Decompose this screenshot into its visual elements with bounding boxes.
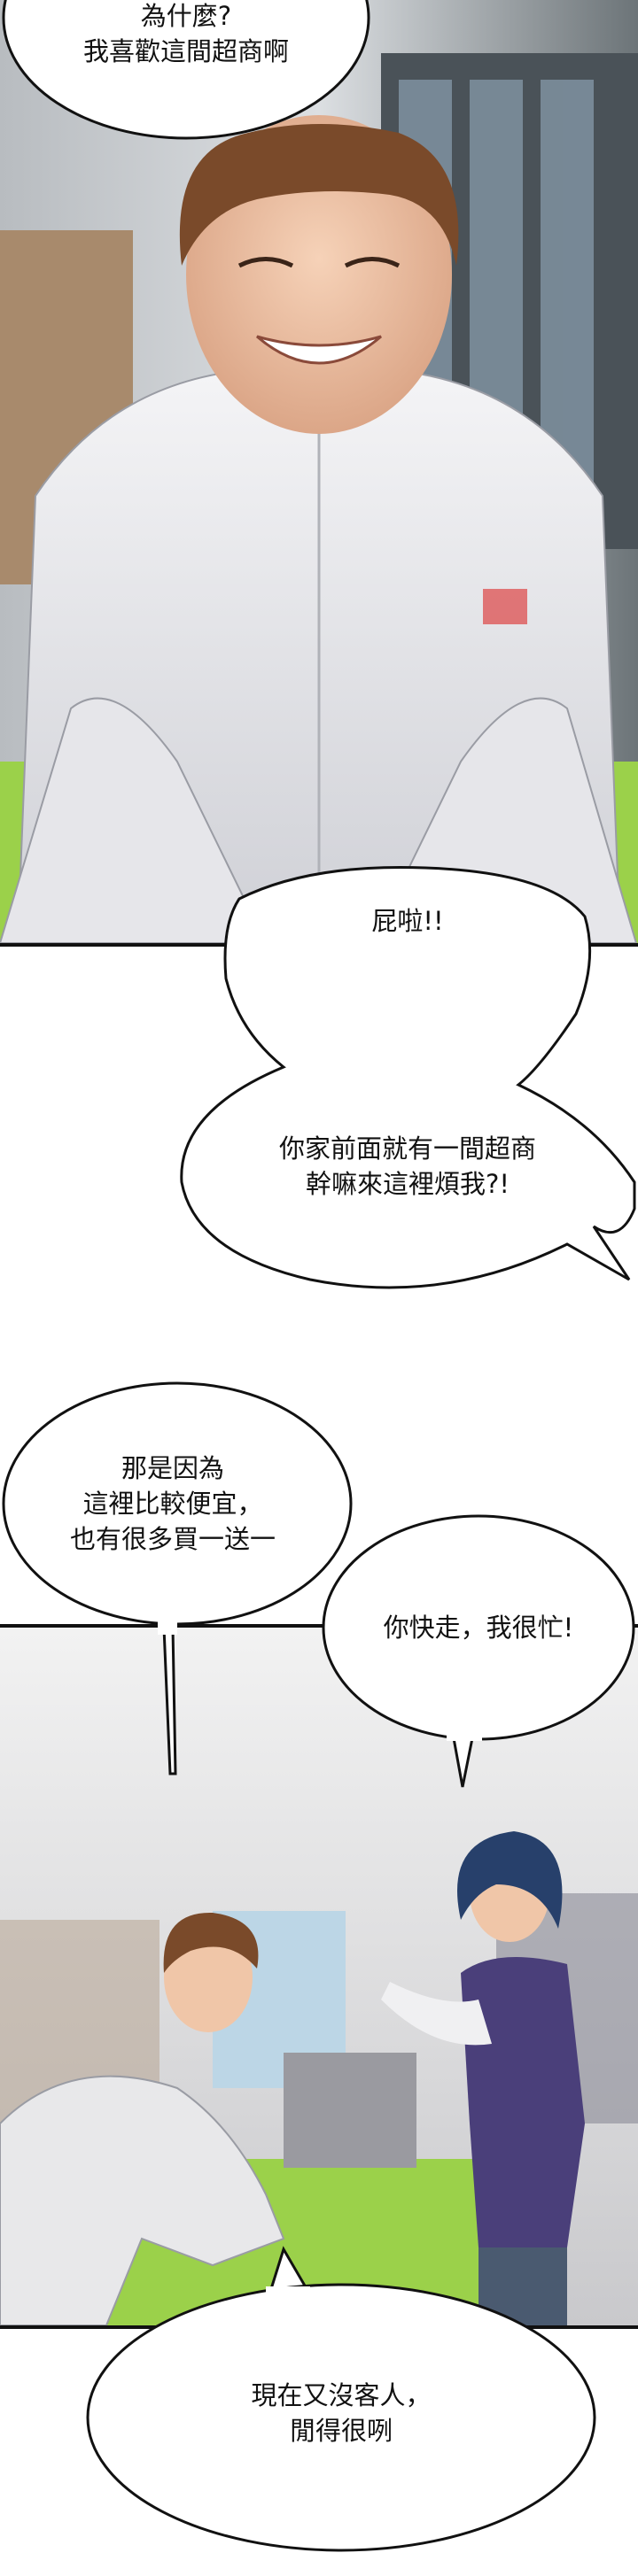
bubble-2-text-top: 屁啦!! [371, 906, 444, 936]
panel-2-wide [0, 1624, 638, 2329]
bubble-5-text: 現在又沒客人， 閒得很咧 [251, 2380, 432, 2446]
panel-1-closeup [0, 0, 638, 947]
speech-bubble-1: 為什麼? 我喜歡這間超商啊 [0, 0, 372, 142]
speech-bubble-5: 現在又沒客人， 閒得很咧 [84, 2246, 598, 2555]
speech-bubble-2: 屁啦!! 你家前面就有一間超商 幹嘛來這裡煩我?! [177, 863, 638, 1306]
speech-bubble-4: 你快走，我很忙! [321, 1512, 636, 1796]
bubble-3-text: 那是因為 這裡比較便宜， 也有很多買一送一 [69, 1453, 276, 1554]
bubble-2-text-bottom: 你家前面就有一間超商 幹嘛來這裡煩我?! [278, 1133, 536, 1199]
bubble-1-text: 為什麼? 我喜歡這間超商啊 [82, 1, 289, 66]
panel-2-illustration [0, 1628, 638, 2325]
panel-1-illustration [0, 0, 638, 943]
speech-bubble-3: 那是因為 這裡比較便宜， 也有很多買一送一 [0, 1380, 354, 1778]
bubble-4-text: 你快走，我很忙! [383, 1613, 574, 1643]
